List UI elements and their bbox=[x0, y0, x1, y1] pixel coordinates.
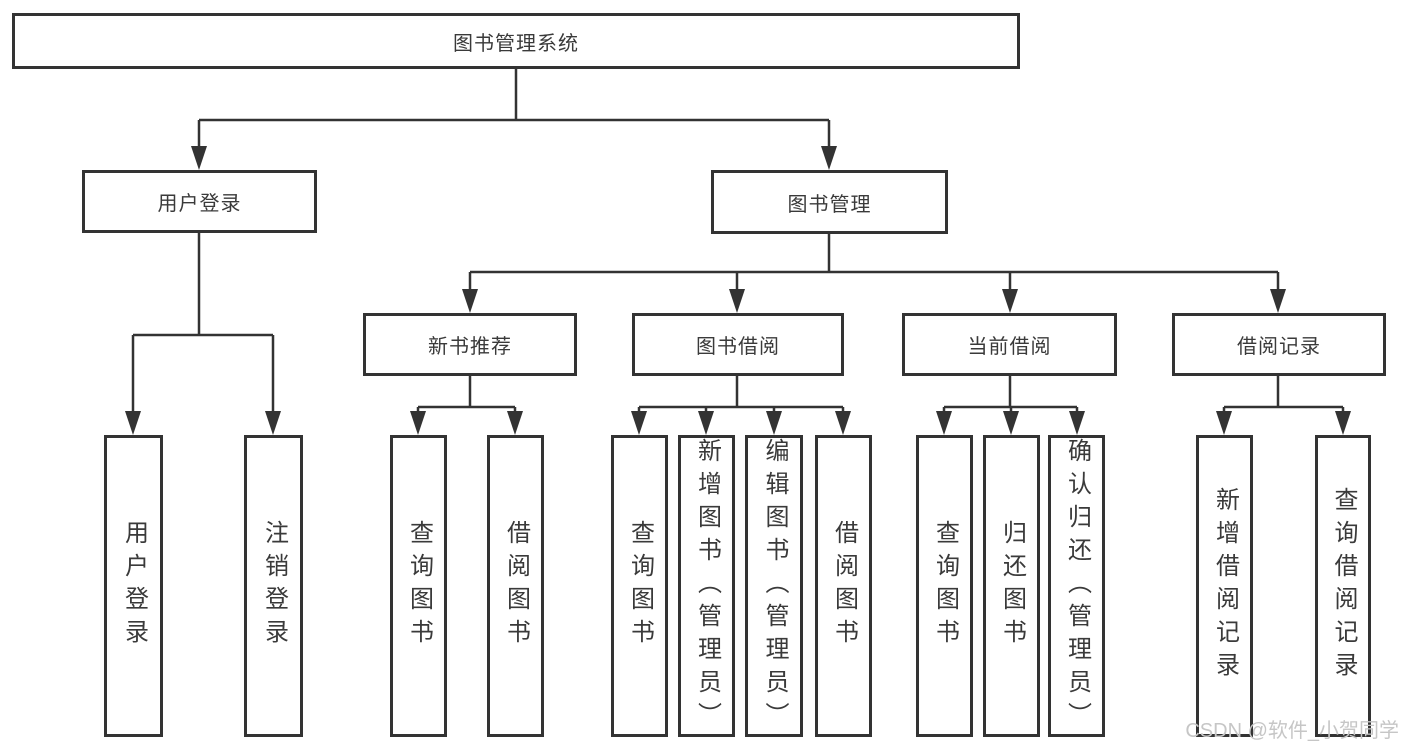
connector-book-borrow-to-leaves bbox=[637, 376, 845, 414]
leaf-user-login: 用户登录 bbox=[104, 435, 163, 737]
leaf-edit-book-label: 编辑图书（管理员） bbox=[761, 438, 788, 735]
node-user-login: 用户登录 bbox=[82, 170, 317, 233]
node-new-book-recommend: 新书推荐 bbox=[363, 313, 577, 376]
arrowheads-borrow-records-leaves bbox=[1216, 411, 1351, 435]
arrowheads-new-book-rec-leaves bbox=[410, 411, 523, 435]
arrowheads-level3 bbox=[462, 289, 1286, 313]
leaf-query-book-under-book-borrow: 查询图书 bbox=[611, 435, 668, 737]
leaf-query-book-2-label: 查询图书 bbox=[626, 520, 654, 652]
leaf-add-record-label: 新增借阅记录 bbox=[1211, 487, 1239, 685]
csdn-watermark: CSDN @软件_小贺同学 bbox=[1185, 720, 1399, 742]
arrowheads-level2 bbox=[191, 146, 837, 170]
leaf-add-book-admin: 新增图书（管理员） bbox=[678, 435, 735, 737]
node-borrow-records: 借阅记录 bbox=[1172, 313, 1386, 376]
connector-book-mgmt-to-level3 bbox=[468, 234, 1280, 291]
node-book-borrow: 图书借阅 bbox=[632, 313, 844, 376]
leaf-return-book: 归还图书 bbox=[983, 435, 1040, 737]
connector-root-to-level2 bbox=[197, 68, 831, 150]
node-current-borrow: 当前借阅 bbox=[902, 313, 1117, 376]
arrowheads-book-borrow-leaves bbox=[631, 411, 851, 435]
leaf-query-book-under-new-book: 查询图书 bbox=[390, 435, 447, 737]
leaf-confirm-return-admin: 确认归还（管理员） bbox=[1048, 435, 1105, 737]
leaf-logout: 注销登录 bbox=[244, 435, 303, 737]
node-book-mgmt: 图书管理 bbox=[711, 170, 948, 234]
connector-user-login-to-leaves bbox=[131, 233, 275, 414]
leaf-edit-book-admin: 编辑图书（管理员） bbox=[745, 435, 803, 737]
leaf-borrow-book-under-new-book: 借阅图书 bbox=[487, 435, 544, 737]
leaf-query-record-label: 查询借阅记录 bbox=[1330, 487, 1357, 685]
connector-borrow-records-to-leaves bbox=[1222, 376, 1345, 414]
leaf-borrow-book-2-label: 借阅图书 bbox=[830, 520, 858, 652]
arrowheads-current-borrow-leaves bbox=[936, 411, 1085, 435]
node-root: 图书管理系统 bbox=[12, 13, 1020, 69]
leaf-query-borrow-record: 查询借阅记录 bbox=[1315, 435, 1371, 737]
arrowheads-user-login-leaves bbox=[125, 411, 281, 435]
leaf-logout-label: 注销登录 bbox=[260, 520, 288, 652]
leaf-add-borrow-record: 新增借阅记录 bbox=[1196, 435, 1253, 737]
leaf-query-book-under-current-borrow: 查询图书 bbox=[916, 435, 973, 737]
leaf-confirm-return-label: 确认归还（管理员） bbox=[1063, 438, 1091, 735]
leaf-query-book-3-label: 查询图书 bbox=[931, 520, 959, 652]
connector-new-book-rec-to-leaves bbox=[416, 376, 517, 414]
leaf-add-book-label: 新增图书（管理员） bbox=[693, 438, 721, 735]
leaf-borrow-book-under-book-borrow: 借阅图书 bbox=[815, 435, 872, 737]
connector-current-borrow-to-leaves bbox=[942, 376, 1079, 414]
leaf-borrow-book-1-label: 借阅图书 bbox=[502, 520, 530, 652]
leaf-query-book-1-label: 查询图书 bbox=[405, 520, 433, 652]
leaf-user-login-label: 用户登录 bbox=[120, 520, 148, 652]
leaf-return-book-label: 归还图书 bbox=[998, 520, 1026, 652]
